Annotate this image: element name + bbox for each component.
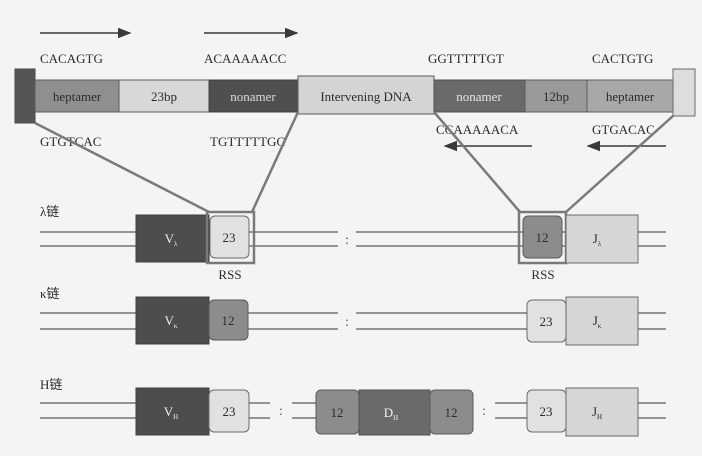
strip-left-end <box>14 68 36 124</box>
seq-lower-2: TGTTTTTGG <box>210 134 286 149</box>
chain-label-lambda: λ链 <box>40 204 59 219</box>
segment-label-12bp: 12bp <box>543 89 569 104</box>
chain-label-heavy: H链 <box>40 377 62 392</box>
seq-upper-3: GGTTTTTGT <box>428 51 504 66</box>
segment-12bp <box>524 79 588 113</box>
recombination-signal-strip: heptamer 23bp nonamer Intervening DNA no… <box>14 68 696 124</box>
rss-label-right: RSS <box>531 267 554 282</box>
rss-box-lambda-left <box>205 210 256 265</box>
break-mark-heavy-right: : <box>482 404 486 419</box>
segment-label-intervening-dna: Intervening DNA <box>320 89 412 104</box>
spacer-heavy-v <box>208 389 250 433</box>
seq-lower-4: GTGACAC <box>592 122 655 137</box>
heavy-chain: H链 : : VH 23 12 DH 12 23 JH <box>40 377 666 437</box>
v-segment-heavy <box>135 387 210 436</box>
j-label-lambda: Jλ <box>593 231 602 248</box>
kappa-chain: κ链 : Vκ 12 23 Jκ <box>40 286 666 346</box>
seq-upper-4: CACTGTG <box>592 51 653 66</box>
v-label-kappa: Vκ <box>165 313 178 330</box>
seq-lower-3: CCAAAAACA <box>436 122 519 137</box>
spacer-label-heavy-d-right: 12 <box>445 405 458 420</box>
spacer-kappa-left <box>208 299 249 341</box>
strip-right-end <box>672 68 696 117</box>
j-segment-lambda <box>565 214 639 264</box>
j-label-kappa: Jκ <box>593 313 602 330</box>
spacer-lambda-right <box>522 215 563 259</box>
v-label-heavy: VH <box>164 404 178 421</box>
break-mark-kappa: : <box>345 315 349 330</box>
seq-upper-2: ACAAAAACC <box>204 51 286 66</box>
chain-label-kappa: κ链 <box>40 286 60 301</box>
d-label-heavy: DH <box>384 405 398 422</box>
d-segment-heavy <box>358 389 431 436</box>
v-label-lambda: Vλ <box>165 231 178 248</box>
funnel-line-right-a <box>433 111 521 213</box>
spacer-label-heavy-j: 23 <box>540 404 553 419</box>
break-mark-heavy-left: : <box>279 404 283 419</box>
spacer-label-heavy-d-left: 12 <box>331 405 344 420</box>
segment-label-heptamer-left: heptamer <box>53 89 102 104</box>
segment-heptamer-left <box>34 79 120 113</box>
segment-23bp <box>118 79 210 113</box>
spacer-label-heavy-v: 23 <box>223 404 236 419</box>
j-label-heavy: JH <box>592 404 602 421</box>
spacer-label-kappa-left: 12 <box>222 313 235 328</box>
v-segment-kappa <box>135 296 210 345</box>
segment-nonamer-left <box>208 79 299 113</box>
spacer-label-lambda-left: 23 <box>223 230 236 245</box>
segment-label-nonamer-right: nonamer <box>456 89 502 104</box>
segment-label-nonamer-left: nonamer <box>230 89 276 104</box>
segment-label-23bp: 23bp <box>151 89 177 104</box>
spacer-label-lambda-right: 12 <box>536 230 549 245</box>
seq-upper-1: CACAGTG <box>40 51 103 66</box>
segment-label-heptamer-right: heptamer <box>606 89 655 104</box>
spacer-label-kappa-right: 23 <box>540 314 553 329</box>
lambda-chain: λ链 : Vλ 23 RSS 12 RSS Jλ <box>40 204 666 282</box>
j-segment-kappa <box>565 296 639 346</box>
j-segment-heavy <box>565 387 639 437</box>
funnel-line-right-b <box>565 115 674 213</box>
break-mark-lambda: : <box>345 233 349 248</box>
spacer-lambda-left <box>209 215 250 259</box>
funnel-line-left-b <box>250 111 300 213</box>
v-segment-lambda <box>135 214 210 263</box>
segment-intervening-dna <box>297 75 435 115</box>
spacer-heavy-d-right <box>429 389 474 435</box>
funnel-line-left-a <box>34 121 210 214</box>
rss-label-left: RSS <box>218 267 241 282</box>
